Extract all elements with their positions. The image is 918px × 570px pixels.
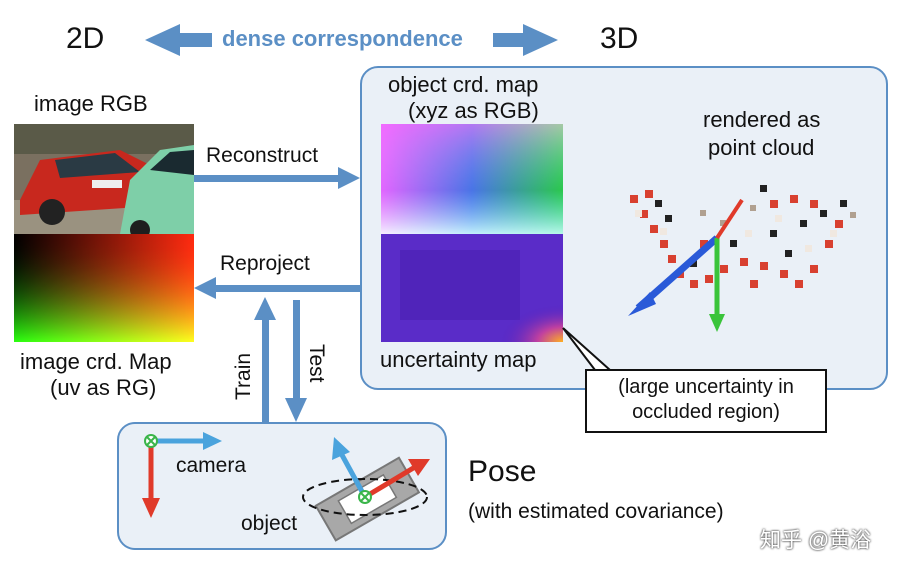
train-arrow (254, 297, 276, 422)
object-pose-drawing (302, 437, 430, 542)
pose-title: Pose (468, 455, 537, 488)
reconstruct-label: Reconstruct (206, 144, 319, 167)
image-coordinate-map (14, 234, 194, 342)
object-crd-map-sublabel: (xyz as RGB) (408, 98, 539, 123)
label-3d: 3D (600, 22, 639, 55)
watermark: 知乎 @黄浴 (760, 529, 872, 552)
dense-correspondence-arrow (145, 24, 558, 56)
image-rgb-label: image RGB (34, 91, 148, 116)
uncertainty-map-label: uncertainty map (380, 347, 537, 372)
object-coordinate-map (381, 124, 563, 234)
camera-label: camera (176, 454, 247, 477)
callout-line-2: occluded region) (632, 401, 780, 423)
reproject-arrow (194, 277, 360, 299)
callout-line-1: (large uncertainty in (618, 376, 794, 398)
train-label: Train (232, 352, 255, 400)
image-crd-map-label: image crd. Map (20, 349, 172, 374)
pose-subtitle: (with estimated covariance) (468, 500, 724, 523)
rendered-as-label: rendered as (703, 107, 821, 132)
point-cloud-render (628, 185, 856, 332)
object-crd-map-label: object crd. map (388, 72, 539, 97)
reconstruct-arrow (194, 167, 360, 189)
occlusion-callout: (large uncertainty in occluded region) (585, 369, 827, 433)
point-cloud-label: point cloud (708, 135, 815, 160)
image-rgb-photo (14, 124, 194, 240)
uncertainty-map-image (381, 234, 563, 342)
object-label: object (241, 512, 298, 535)
callout-pointer (562, 327, 613, 371)
dense-correspondence-label: dense correspondence (222, 26, 463, 51)
label-2d: 2D (66, 22, 105, 55)
test-arrow (285, 300, 307, 422)
reproject-label: Reproject (220, 252, 310, 275)
camera-axes (142, 432, 222, 518)
test-label: Test (305, 344, 328, 383)
image-crd-map-sublabel: (uv as RG) (50, 375, 157, 400)
